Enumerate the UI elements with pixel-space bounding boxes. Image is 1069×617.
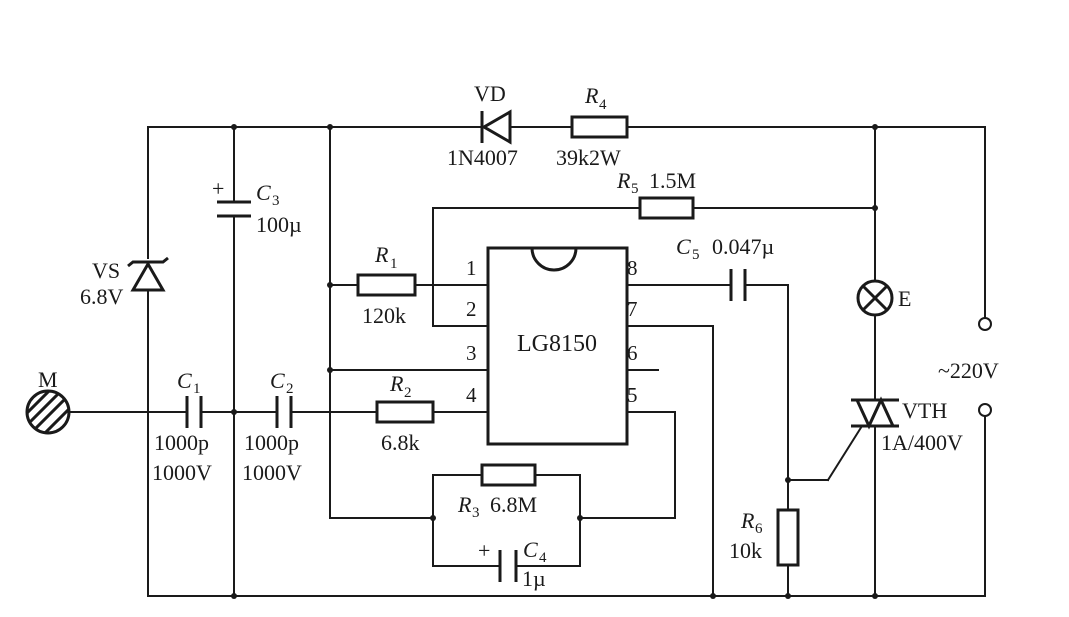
c4-ref: C [523,537,538,562]
supply-label: ~220V [938,358,999,383]
r6-ref: R [740,508,755,533]
r2-sub: 2 [404,385,412,401]
r5-ref: R [616,168,631,193]
terminal-icon [978,403,992,417]
terminal-icon [978,317,992,331]
pin-3-label: 3 [466,341,477,365]
pin-5-label: 5 [627,383,638,407]
c2-value: 1000p [244,430,299,455]
e-ref: E [898,286,911,311]
microphone-icon [25,389,71,435]
resistor-r4: R 4 39k2W [556,83,629,170]
r5-value: 1.5M [649,168,696,193]
r4-ref: R [584,83,599,108]
c5-sub: 5 [692,247,700,263]
c2-rating: 1000V [242,460,302,485]
lamp-e: E [856,279,911,317]
diode-icon [480,109,512,145]
resistor-r5: R 5 1.5M [616,168,696,220]
c1-rating: 1000V [152,460,212,485]
r6-sub: 6 [755,521,763,537]
capacitor-c1: C 1 1000p 1000V [152,368,212,485]
triac-vth: VTH 1A/400V [851,396,963,455]
r1-sub: 1 [390,256,398,272]
vd-ref: VD [474,81,506,106]
c3-sub: 3 [272,193,280,209]
pin-4-label: 4 [466,383,477,407]
microphone-m: M [25,367,71,435]
c1-ref: C [177,368,192,393]
resistor-icon [570,115,629,139]
zener-vs: VS 6.8V [80,256,169,309]
zener-diode-icon [130,260,166,292]
pin-6-label: 6 [627,341,638,365]
c4-plus: + [478,538,490,563]
r3-value: 6.8M [490,492,537,517]
resistor-icon [776,508,800,567]
supply-terminals: ~220V [938,317,999,417]
pin-8-label: 8 [627,256,638,280]
vd-value: 1N4007 [447,145,518,170]
c2-sub: 2 [286,381,294,397]
wires [69,126,986,597]
pin-1-label: 1 [466,256,477,280]
m-ref: M [38,367,58,392]
capacitor-c3: + C 3 100µ [212,176,302,237]
r3-sub: 3 [472,505,480,521]
resistor-r1: R 1 120k [356,242,417,328]
resistor-icon [480,463,537,487]
vs-value: 6.8V [80,284,124,309]
capacitor-c2: C 2 1000p 1000V [242,368,302,485]
c3-value: 100µ [256,212,302,237]
c1-value: 1000p [154,430,209,455]
r4-value: 39k2W [556,145,621,170]
junctions [231,124,878,599]
r6-value: 10k [729,538,762,563]
c2-ref: C [270,368,285,393]
capacitor-c5: C 5 0.047µ [676,234,774,301]
c4-sub: 4 [539,550,547,566]
r2-ref: R [389,371,404,396]
resistor-icon [375,400,435,424]
ic-lg8150: LG8150 1 2 3 4 5 6 7 8 [466,246,638,446]
c3-plus: + [212,176,224,201]
ic-body [486,246,629,446]
resistor-r3: R 3 6.8M [457,463,537,521]
c3-ref: C [256,180,271,205]
ic-notch [530,247,578,272]
resistor-icon [356,273,417,297]
diode-vd: VD 1N4007 [447,81,518,170]
pin-2-label: 2 [466,297,477,321]
pin-7-label: 7 [627,297,638,321]
resistor-r6: R 6 10k [729,508,800,567]
r4-sub: 4 [599,97,607,113]
c1-sub: 1 [193,381,201,397]
r1-value: 120k [362,303,406,328]
r5-sub: 5 [631,181,639,197]
ic-label: LG8150 [517,331,597,357]
vth-ref: VTH [902,398,947,423]
c4-value: 1µ [522,566,546,591]
c5-ref: C [676,234,691,259]
resistor-icon [638,196,695,220]
r3-ref: R [457,492,472,517]
capacitor-c4: + C 4 1µ [478,537,547,591]
r1-ref: R [374,242,389,267]
resistor-r2: R 2 6.8k [375,371,435,455]
vs-ref: VS [92,258,120,283]
r2-value: 6.8k [381,430,420,455]
vth-value: 1A/400V [881,430,963,455]
c5-value: 0.047µ [712,234,774,259]
